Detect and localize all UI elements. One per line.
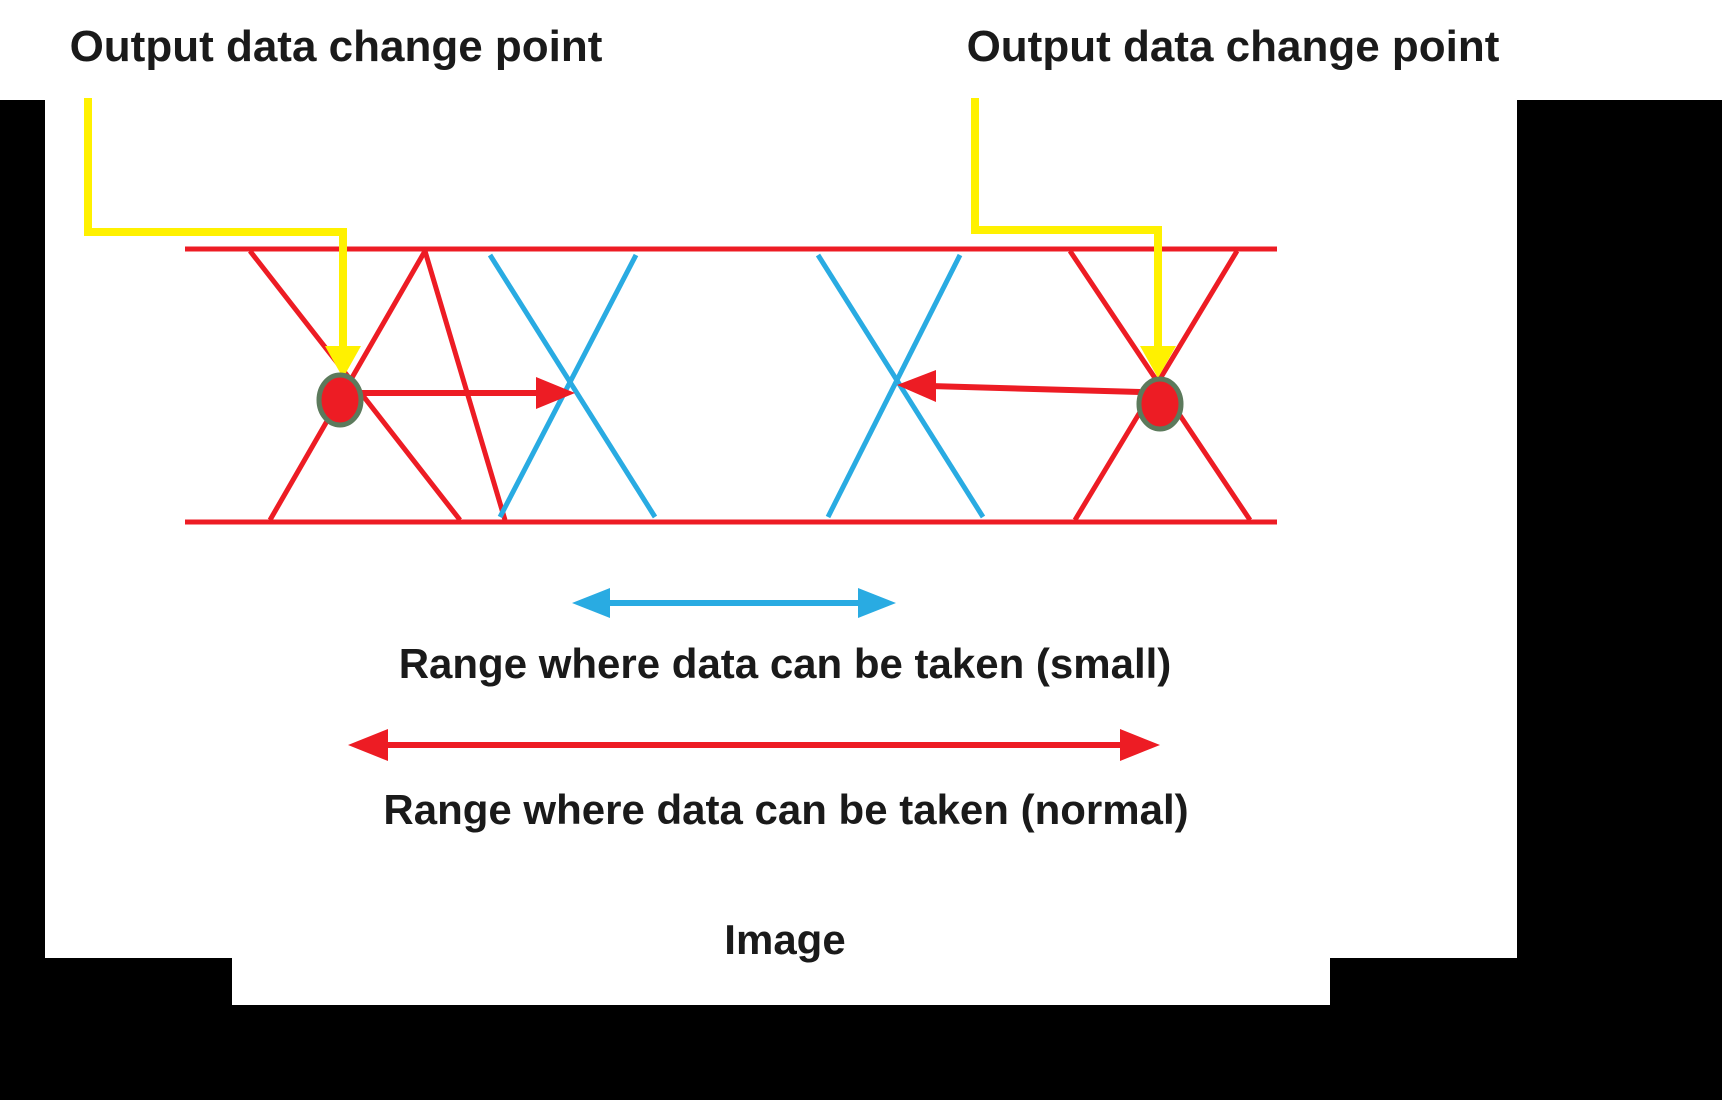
- frame-right-bar: [1517, 100, 1722, 1100]
- change-point-dot-right: [1136, 376, 1184, 432]
- range-normal-arrowhead-left: [348, 729, 388, 761]
- frame-bottom-band: [0, 1005, 1722, 1100]
- blue-crossing-left-line-a: [487, 253, 658, 519]
- range-small-arrowhead-right: [858, 588, 896, 618]
- frame-bottom-step-right: [1330, 958, 1517, 1008]
- callout-line-left: [84, 98, 347, 352]
- blue-crossing-right-line-b: [825, 253, 963, 519]
- frame-bottom-step-left: [45, 958, 232, 1008]
- label-output-change-left: Output data change point: [69, 22, 603, 71]
- range-normal-arrowhead-right: [1120, 729, 1160, 761]
- label-range-small: Range where data can be taken (small): [398, 640, 1172, 687]
- figure-caption: Image: [724, 916, 846, 963]
- red-crossing-left-line-c: [422, 250, 508, 521]
- callout-line-right: [971, 98, 1162, 352]
- red-arrow-left-head: [536, 377, 575, 409]
- callout-arrowhead-right: [1140, 346, 1176, 378]
- label-output-change-right: Output data change point: [966, 22, 1500, 71]
- range-small-arrowhead-left: [572, 588, 610, 618]
- label-range-normal: Range where data can be taken (normal): [383, 786, 1189, 833]
- red-arrow-right-shaft: [929, 383, 1141, 395]
- change-point-dot-left: [316, 372, 364, 428]
- blue-crossing-left-line-b: [497, 253, 639, 519]
- red-arrow-right-head: [897, 370, 936, 402]
- frame-left-bar: [0, 100, 45, 1100]
- callout-arrowhead-left: [325, 346, 361, 378]
